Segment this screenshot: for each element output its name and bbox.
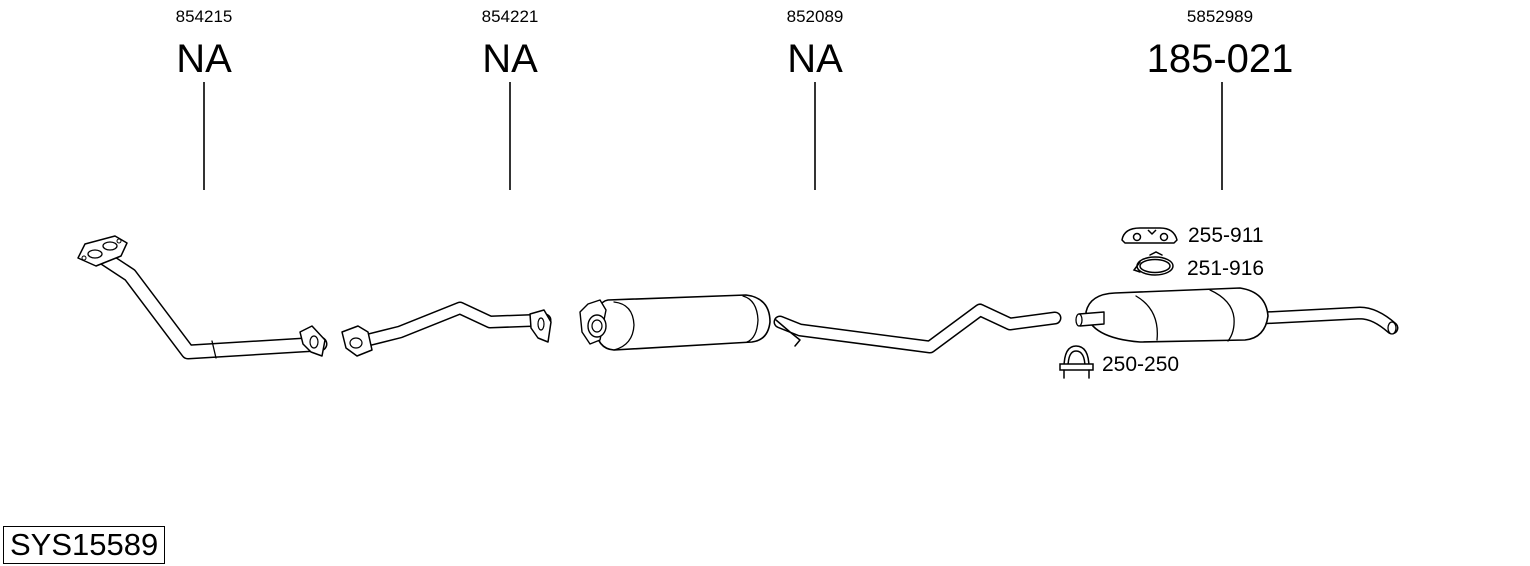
u-bolt-clamp-icon bbox=[1059, 345, 1094, 379]
part-ref-4: 185-021 bbox=[1146, 37, 1294, 81]
part-ref-1: NA bbox=[176, 37, 232, 81]
rear-silencer-part bbox=[1075, 287, 1399, 343]
pipe-clamp-icon bbox=[1132, 251, 1174, 276]
leader-lines bbox=[203, 82, 1223, 190]
oem-number-3: 852089 bbox=[786, 7, 844, 26]
intermediate-pipe-part bbox=[341, 301, 552, 357]
accessory-label-3: 250-250 bbox=[1102, 353, 1180, 376]
front-pipe-part bbox=[77, 235, 328, 360]
oem-number-1: 854215 bbox=[175, 7, 233, 26]
rubber-hanger-icon bbox=[1121, 227, 1178, 244]
part-ref-2: NA bbox=[482, 37, 538, 81]
centre-silencer-part bbox=[579, 294, 1062, 354]
system-code-box: SYS15589 bbox=[3, 526, 166, 564]
oem-number-2: 854221 bbox=[481, 7, 539, 26]
part-ref-3: NA bbox=[787, 37, 843, 81]
oem-number-4: 5852989 bbox=[1186, 7, 1254, 26]
accessory-label-1: 255-911 bbox=[1188, 224, 1264, 247]
accessory-label-2: 251-916 bbox=[1187, 257, 1265, 280]
